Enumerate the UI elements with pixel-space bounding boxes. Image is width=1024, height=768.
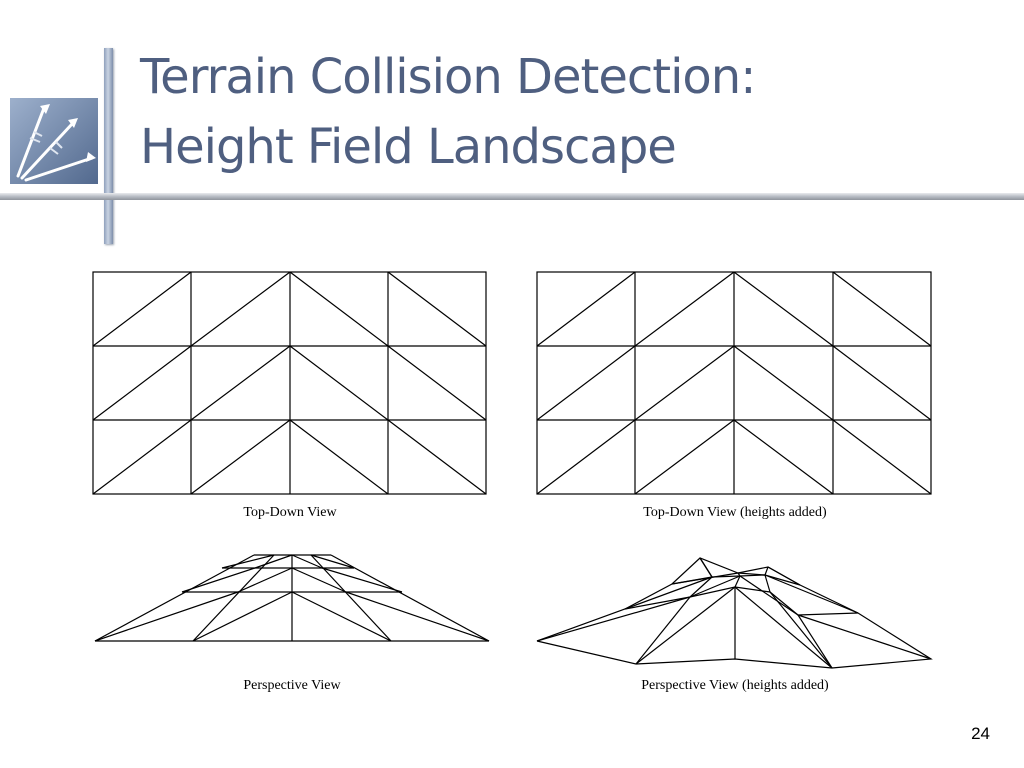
caption-topdown-view: Top-Down View	[243, 505, 337, 520]
topdown-grid	[92, 271, 487, 495]
page-number: 24	[971, 724, 990, 743]
topdown-heights-grid	[536, 271, 932, 495]
arrows-logo-icon	[10, 98, 98, 184]
slide-title-line-2: Height Field Landscape	[140, 119, 677, 175]
caption-perspective-view: Perspective View	[243, 678, 341, 693]
title-underline-bar	[0, 193, 1024, 200]
perspective-heights-mesh	[536, 557, 933, 669]
caption-topdown-heights: Top-Down View (heights added)	[643, 505, 827, 520]
slide-title-line-1: Terrain Collision Detection:	[140, 49, 756, 105]
caption-perspective-heights: Perspective View (heights added)	[641, 678, 829, 693]
accent-vertical-bar	[104, 48, 113, 244]
perspective-mesh	[94, 554, 490, 642]
slide-title: Terrain Collision Detection: Height Fiel…	[140, 42, 756, 182]
